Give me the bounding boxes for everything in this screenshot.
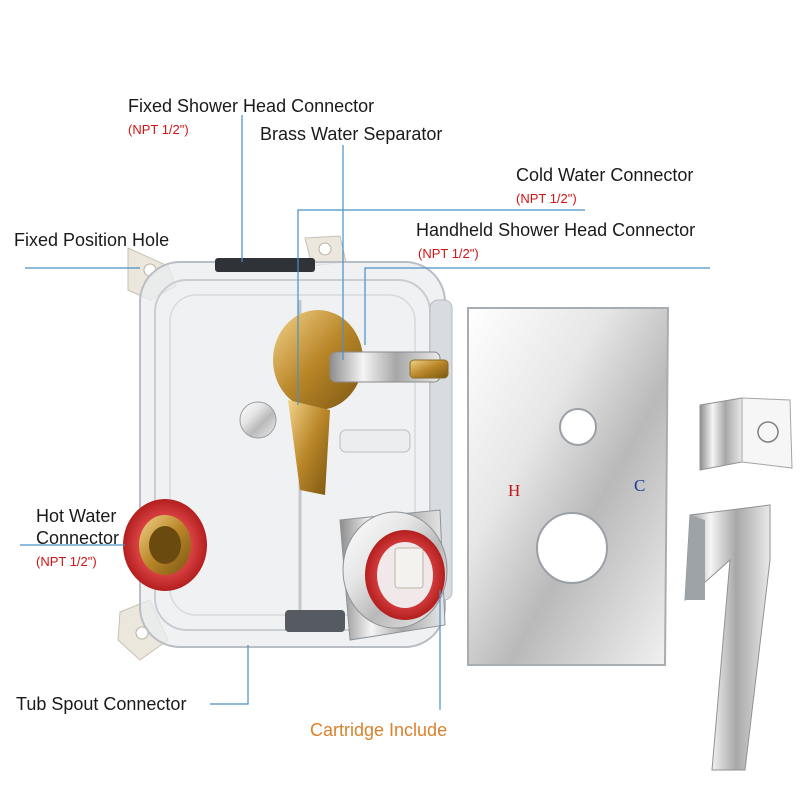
fixed-position-hole-label: Fixed Position Hole xyxy=(14,230,170,250)
hot-water-label-line1: Hot Water xyxy=(36,506,117,526)
shower-icon-cap xyxy=(699,397,793,471)
brass-separator-label: Brass Water Separator xyxy=(260,124,443,144)
hot-water-spec: (NPT 1/2") xyxy=(36,554,97,569)
cold-water-label: Cold Water Connector xyxy=(516,165,694,185)
cartridge-label: Cartridge Include xyxy=(310,720,448,740)
ceramic-cartridge xyxy=(339,509,448,641)
brass-diverter xyxy=(239,310,449,495)
leader-lines xyxy=(20,115,710,710)
handheld-shower-head-label: Handheld Shower Head Connector xyxy=(416,220,696,240)
handheld-shower-head-spec: (NPT 1/2") xyxy=(418,246,479,261)
tub-spout-label: Tub Spout Connector xyxy=(16,694,187,714)
fixed-shower-head-label: Fixed Shower Head Connector xyxy=(128,96,375,116)
trim-plate xyxy=(467,307,670,666)
fixed-shower-head-spec: (NPT 1/2") xyxy=(128,122,189,137)
hot-mark: H xyxy=(508,481,521,500)
cold-water-spec: (NPT 1/2") xyxy=(516,191,577,206)
hot-water-connector xyxy=(123,499,207,591)
hot-water-label-line2: Connector xyxy=(36,528,120,548)
lever-handle xyxy=(684,504,771,771)
cold-mark: C xyxy=(634,476,646,495)
